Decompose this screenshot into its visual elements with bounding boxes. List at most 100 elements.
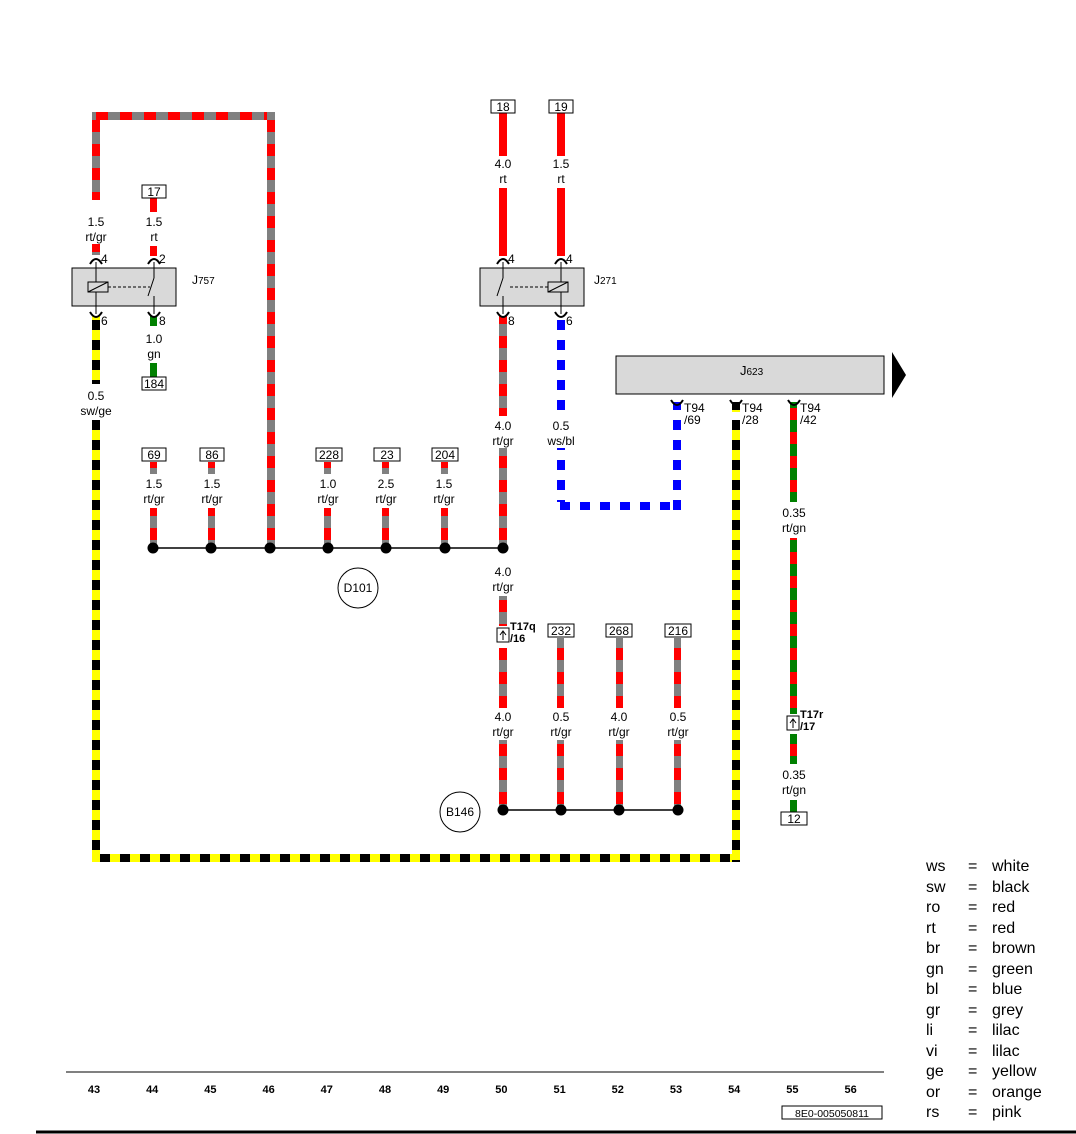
- svg-text:/17: /17: [800, 721, 815, 733]
- wire-swge: [92, 854, 740, 862]
- svg-text:rt/gn: rt/gn: [782, 521, 806, 535]
- grid-number: 46: [262, 1084, 274, 1096]
- pin-j271-4b: 4: [566, 252, 573, 266]
- relay-j757[interactable]: J757: [71, 262, 215, 314]
- wire-rt: [557, 188, 565, 256]
- svg-text:/42: /42: [800, 413, 817, 427]
- legend-abbr: sw: [926, 878, 946, 896]
- doc-code: 8E0-005050811: [781, 1105, 883, 1120]
- svg-text:rt/gr: rt/gr: [201, 492, 222, 506]
- svg-text:0.5: 0.5: [670, 710, 687, 724]
- pin-symbols: [89, 258, 801, 406]
- svg-text:1.0: 1.0: [146, 332, 163, 346]
- svg-text:rt/gr: rt/gr: [375, 492, 396, 506]
- wire-rtgr: [499, 648, 507, 708]
- control-unit-j623-label: J623: [740, 363, 764, 378]
- legend-equals: =: [968, 960, 978, 978]
- legend-row: gr=grey: [926, 1001, 1042, 1022]
- pin-j271-8: 8: [508, 314, 515, 328]
- svg-text:0.35: 0.35: [782, 506, 806, 520]
- ref-232: 232: [551, 624, 571, 638]
- legend-equals: =: [968, 1001, 978, 1019]
- svg-text:rt/gr: rt/gr: [433, 492, 454, 506]
- legend-abbr: ge: [926, 1063, 944, 1080]
- wire-wsbl: [673, 402, 681, 510]
- legend-equals: =: [968, 1104, 978, 1121]
- svg-text:/69: /69: [684, 413, 701, 427]
- legend-abbr: br: [926, 940, 941, 957]
- wire-wsbl: [557, 502, 681, 510]
- legend-meaning: lilac: [992, 1022, 1020, 1039]
- wire-wsbl: [557, 316, 565, 416]
- svg-text:rt/gr: rt/gr: [608, 725, 629, 739]
- splice-b146[interactable]: B146: [439, 791, 481, 833]
- legend-row: vi=lilac: [926, 1042, 1042, 1063]
- relay-j271-label: J271: [594, 273, 617, 287]
- legend-meaning: orange: [992, 1083, 1042, 1101]
- legend-row: ro=red: [926, 898, 1042, 919]
- wire-rtgr: [92, 112, 100, 200]
- svg-text:/28: /28: [742, 413, 759, 427]
- legend-row: rt=red: [926, 919, 1042, 940]
- wire-gn: [150, 316, 157, 326]
- grid-number: 49: [437, 1084, 449, 1096]
- legend-abbr: bl: [926, 981, 939, 998]
- legend-abbr: gr: [926, 1001, 941, 1019]
- legend-abbr: rt: [926, 919, 936, 937]
- svg-text:1.5: 1.5: [436, 477, 453, 491]
- wire-rtgr: [267, 112, 275, 548]
- wire-rtgr: [92, 243, 100, 255]
- wire-rtgr: [499, 448, 507, 548]
- legend-meaning: lilac: [992, 1042, 1020, 1060]
- legend-equals: =: [968, 1063, 978, 1080]
- svg-text:rt/gr: rt/gr: [143, 492, 164, 506]
- svg-text:rt/gr: rt/gr: [492, 434, 513, 448]
- svg-text:1.5: 1.5: [146, 477, 163, 491]
- svg-text:rt: rt: [150, 230, 158, 244]
- wire-rtgr: [499, 740, 507, 810]
- legend-meaning: blue: [992, 981, 1023, 998]
- splice-d101[interactable]: D101: [337, 567, 379, 609]
- grid-number: 52: [612, 1084, 624, 1096]
- grid-number: 44: [146, 1084, 159, 1096]
- grid-number: 56: [844, 1084, 856, 1096]
- wire-wsbl: [557, 448, 565, 510]
- svg-text:sw/ge: sw/ge: [80, 404, 112, 418]
- control-unit-j623[interactable]: J623: [615, 352, 906, 398]
- legend-equals: =: [968, 1022, 978, 1039]
- ref-17: 17: [147, 185, 161, 199]
- grid-number: 53: [670, 1084, 682, 1096]
- svg-text:/16: /16: [510, 633, 525, 645]
- ref-12: 12: [787, 812, 801, 826]
- reference-boxes: [141, 99, 808, 826]
- relay-j271[interactable]: J271: [479, 262, 617, 314]
- legend-row: sw=black: [926, 878, 1042, 899]
- ref-204: 204: [435, 448, 455, 462]
- wire-rt: [150, 246, 157, 256]
- svg-text:T17q: T17q: [510, 621, 536, 633]
- ref-86: 86: [205, 448, 219, 462]
- grid-number: 51: [553, 1084, 565, 1096]
- svg-text:B146: B146: [446, 805, 474, 819]
- svg-text:gn: gn: [147, 347, 160, 361]
- legend-meaning: yellow: [992, 1063, 1037, 1080]
- legend-meaning: black: [992, 878, 1030, 896]
- legend-row: rs=pink: [926, 1103, 1042, 1124]
- svg-text:0.35: 0.35: [782, 768, 806, 782]
- legend-meaning: red: [992, 899, 1016, 916]
- legend-abbr: ro: [926, 899, 941, 916]
- grid-number: 43: [88, 1084, 100, 1096]
- wire-swge: [732, 402, 740, 412]
- svg-text:rt: rt: [499, 172, 507, 186]
- wire-rtgr: [499, 596, 507, 626]
- legend-row: or=orange: [926, 1083, 1042, 1104]
- legend-abbr: gn: [926, 960, 944, 978]
- svg-text:rt/gr: rt/gr: [667, 725, 688, 739]
- svg-text:4.0: 4.0: [611, 710, 628, 724]
- wire-rt: [150, 198, 157, 212]
- connector-t94-69: T94 /69: [684, 401, 705, 427]
- connector-labels: T94 /69 T94 /28 T94 /42 T17q /16 T17r /1…: [496, 401, 824, 733]
- ref-228: 228: [319, 448, 339, 462]
